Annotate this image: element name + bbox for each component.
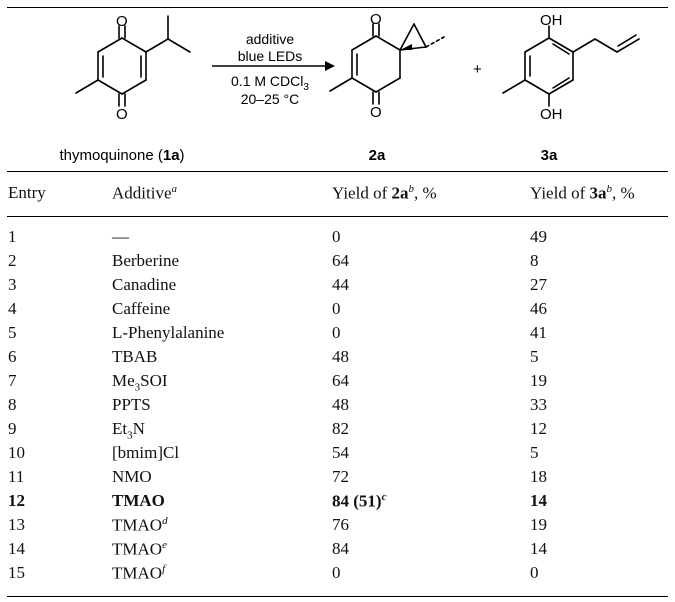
product-3a-structure	[502, 25, 640, 107]
table-top-rule	[7, 7, 668, 9]
thymoquinone-structure	[75, 15, 191, 107]
product-2a-structure	[329, 23, 445, 105]
header-yield-2a: Yield of 2ab, %	[332, 183, 437, 203]
atom-oh-top: OH	[540, 12, 563, 29]
reaction-scheme: O O additive blue LEDs 0.1 M CDCl3 20–25…	[59, 11, 640, 164]
atom-o-top-2: O	[370, 11, 382, 28]
atom-oh-bottom: OH	[540, 106, 563, 123]
table-header-top-rule	[7, 171, 668, 172]
reagent-light: blue LEDs	[238, 48, 303, 64]
product-2a-label: 2a	[369, 147, 386, 164]
atom-o-top-1: O	[116, 13, 128, 30]
reagent-temperature: 20–25 °C	[241, 91, 300, 107]
reagent-solvent: 0.1 M CDCl3	[231, 73, 309, 93]
reaction-arrow	[212, 61, 335, 71]
header-entry: Entry	[8, 183, 46, 202]
table-header-bottom-rule	[7, 216, 668, 217]
reagent-additive: additive	[246, 31, 294, 47]
table-bottom-rule	[7, 596, 668, 598]
reactant-label: thymoquinone (1a)	[59, 147, 184, 164]
atom-o-bottom-2: O	[370, 104, 382, 121]
plus-sign: +	[473, 61, 482, 78]
atom-o-bottom-1: O	[116, 106, 128, 123]
header-additive: Additivea	[112, 183, 177, 203]
header-yield-3a: Yield of 3ab, %	[530, 183, 635, 203]
product-3a-label: 3a	[541, 147, 558, 164]
